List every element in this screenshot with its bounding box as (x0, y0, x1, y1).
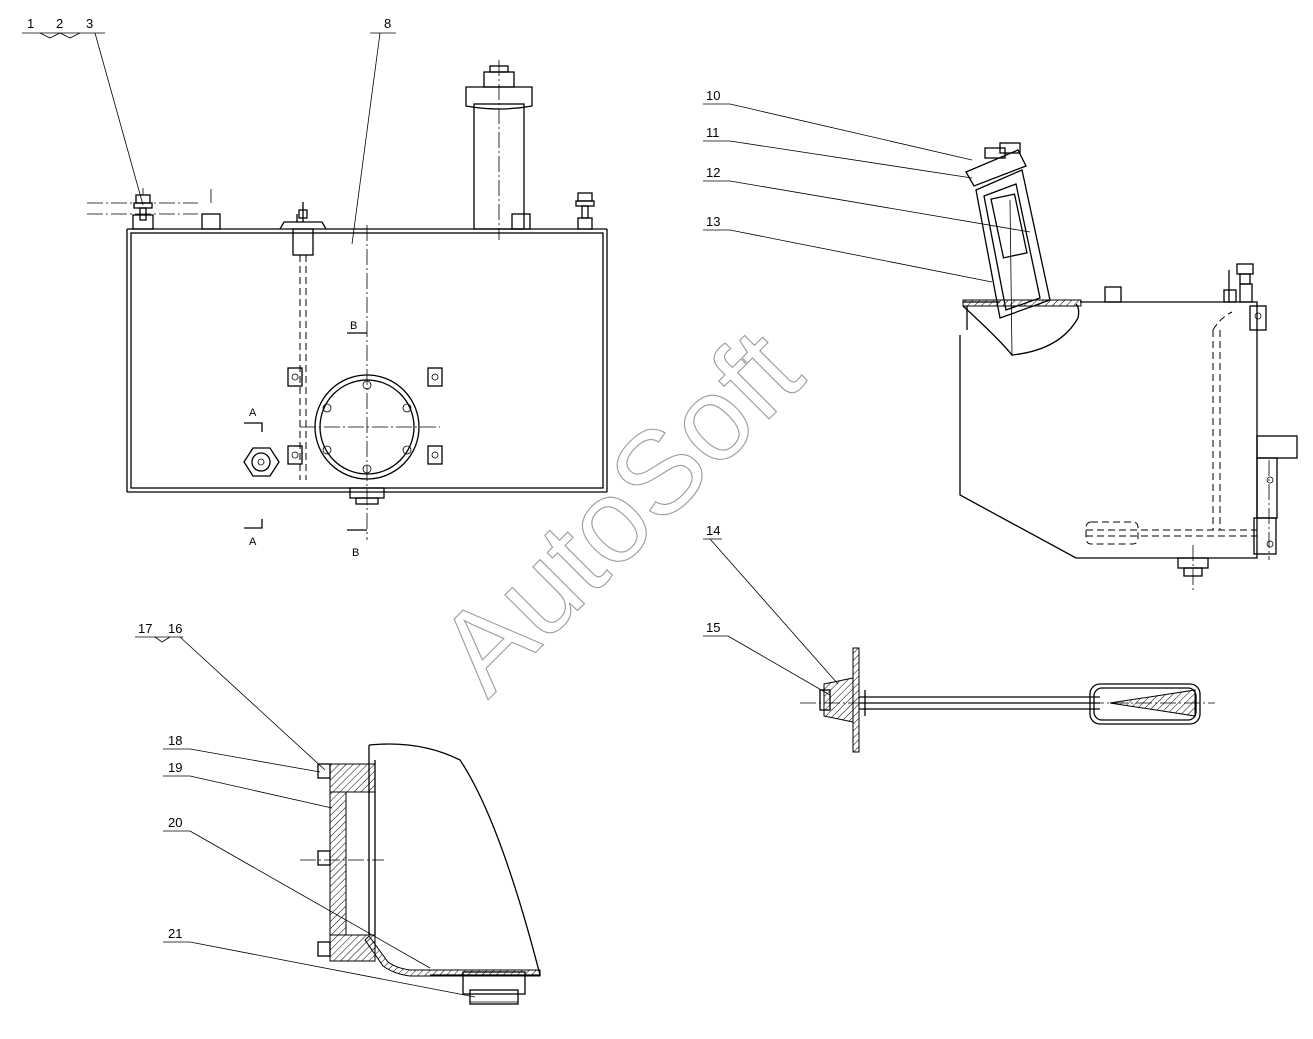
callout-2: 2 (56, 16, 63, 31)
callout-14: 14 (706, 523, 720, 538)
callout-17: 17 (138, 621, 152, 636)
bolt-assembly-left (132, 188, 154, 230)
callout-18: 18 (168, 733, 182, 748)
section-b-bottom-label: B (352, 547, 359, 559)
callout-labels: 1 2 3 8 10 11 12 13 14 15 16 17 18 19 20… (27, 16, 720, 941)
callout-13: 13 (706, 214, 720, 229)
callout-8: 8 (384, 16, 391, 31)
section-detail (300, 743, 541, 1005)
callout-19: 19 (168, 760, 182, 775)
drain-fitting-hex (243, 447, 280, 477)
level-sender-front (279, 202, 327, 256)
callout-11: 11 (706, 125, 720, 140)
inspection-flange (314, 374, 420, 480)
callout-15: 15 (706, 620, 720, 635)
callout-3: 3 (86, 16, 93, 31)
callout-16: 16 (168, 621, 182, 636)
watermark-text: AutoSoft (413, 305, 826, 718)
tank-side-view (959, 142, 1298, 590)
tank-front-view: A A B B (87, 60, 608, 559)
leader-lines (22, 32, 1031, 998)
callout-20: 20 (168, 815, 182, 830)
callout-12: 12 (706, 165, 720, 180)
section-b-top-label: B (350, 320, 357, 332)
callout-1: 1 (27, 16, 34, 31)
filler-pipe-tilted (965, 142, 1051, 357)
section-a-bottom-label: A (249, 536, 257, 548)
callout-21: 21 (168, 926, 182, 941)
section-a-top-label: A (249, 407, 257, 419)
callout-10: 10 (706, 88, 720, 103)
level-sender-detail (800, 647, 1215, 753)
filler-neck (465, 60, 533, 240)
